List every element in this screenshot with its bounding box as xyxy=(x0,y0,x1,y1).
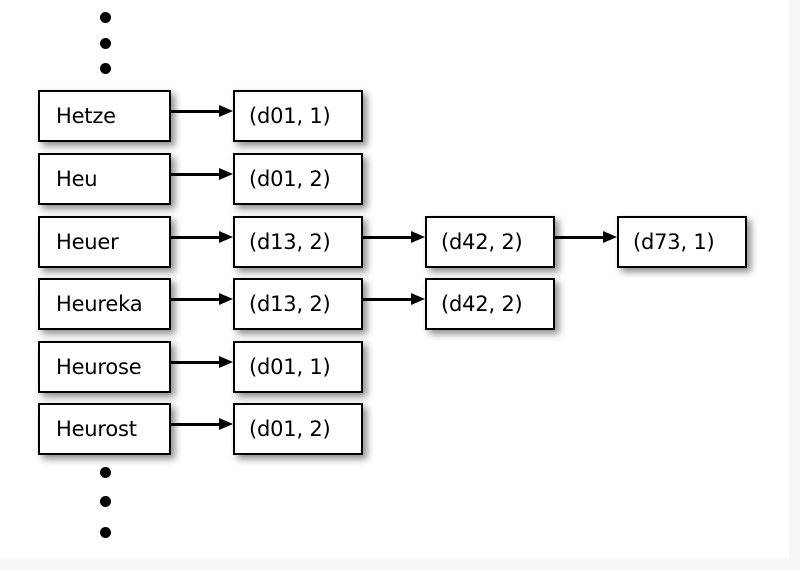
node-label: Heuer xyxy=(56,229,119,254)
node-label: Heu xyxy=(56,166,98,191)
ellipsis-dot xyxy=(100,496,111,507)
node-post-2-2[interactable]: (d42, 2) xyxy=(425,278,555,330)
node-term-heuer[interactable]: Heuer xyxy=(38,216,171,268)
node-label: (d01, 2) xyxy=(249,416,331,441)
ellipsis-dot xyxy=(100,467,111,478)
node-term-heureka[interactable]: Heureka xyxy=(38,278,171,330)
node-post-2-1[interactable]: (d42, 2) xyxy=(425,216,555,268)
node-label: (d13, 2) xyxy=(249,229,331,254)
node-label: Hetze xyxy=(56,103,116,128)
node-label: (d01, 1) xyxy=(249,103,331,128)
ellipsis-dot xyxy=(100,12,111,23)
node-label: (d01, 2) xyxy=(249,166,331,191)
node-label: (d42, 2) xyxy=(441,291,523,316)
node-post-3-1[interactable]: (d73, 1) xyxy=(617,216,747,268)
node-post-1-2[interactable]: (d01, 2) xyxy=(233,153,363,205)
node-term-hetze[interactable]: Hetze xyxy=(38,90,171,142)
node-label: (d01, 1) xyxy=(249,354,331,379)
node-label: (d13, 2) xyxy=(249,291,331,316)
node-label: Heureka xyxy=(56,291,143,316)
ellipsis-dot xyxy=(100,527,111,538)
node-label: Heurost xyxy=(56,416,137,441)
node-post-1-3[interactable]: (d13, 2) xyxy=(233,216,363,268)
ellipsis-dot xyxy=(100,63,111,74)
node-term-heurose[interactable]: Heurose xyxy=(38,341,171,393)
node-term-heurost[interactable]: Heurost xyxy=(38,403,171,455)
node-label: (d73, 1) xyxy=(633,229,715,254)
node-post-1-4[interactable]: (d13, 2) xyxy=(233,278,363,330)
node-label: Heurose xyxy=(56,354,142,379)
node-label: (d42, 2) xyxy=(441,229,523,254)
node-post-1-5[interactable]: (d01, 1) xyxy=(233,341,363,393)
node-post-1-6[interactable]: (d01, 2) xyxy=(233,403,363,455)
node-term-heu[interactable]: Heu xyxy=(38,153,171,205)
node-post-1-1[interactable]: (d01, 1) xyxy=(233,90,363,142)
ellipsis-dot xyxy=(100,38,111,49)
